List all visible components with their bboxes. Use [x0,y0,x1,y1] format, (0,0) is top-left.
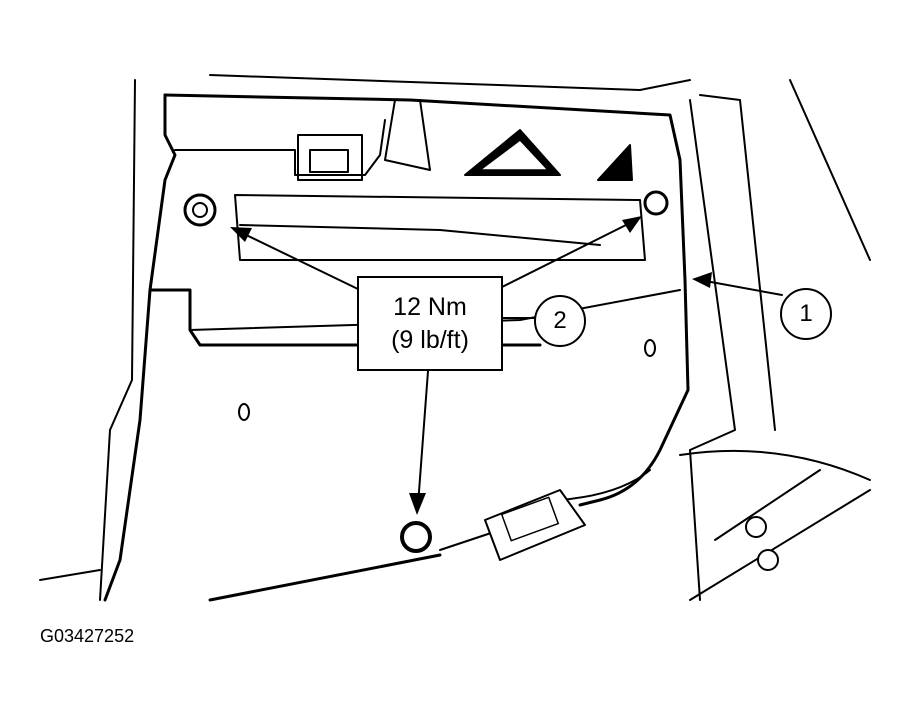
pillar-edge [699,94,776,431]
callout-2: 2 [534,295,586,347]
body-outline-top [209,74,691,91]
bolt-right-2 [757,549,779,571]
right-lower-structure [689,449,701,601]
connector-tab [297,134,363,181]
notch [384,99,431,171]
connector-tab-inner [309,149,349,173]
hole-1 [238,403,250,421]
torque-spec-box: 12 Nm (9 lb/ft) [357,276,503,371]
module-housing [163,93,690,507]
connector-pins [500,496,560,542]
arrowhead-lower [409,493,426,515]
right-lower-structure-3 [689,489,871,601]
arrowhead-callout-1 [692,272,712,288]
bolt-right-1 [745,516,767,538]
pillar-edge-2 [689,99,736,451]
bolt-upper-right [643,190,669,216]
connector-body [484,489,586,561]
hole-2 [644,339,656,357]
triangle-feature-2 [597,144,633,181]
lower-edge [208,553,442,602]
module-outer-bottom [189,289,681,331]
torque-imperial: (9 lb/ft) [391,325,469,354]
bolt-lower [400,521,432,553]
body-outline-left [99,79,136,601]
leader-callout-1 [699,279,783,296]
module-lower-left [103,288,152,602]
module-inner-rib-2 [239,224,601,246]
triangle-feature-1-inner [479,139,549,171]
callout-1: 1 [780,288,832,340]
right-lower-structure-2 [679,449,871,481]
module-inner-top [174,119,386,176]
arrowhead-right [622,216,642,233]
figure-code: G03427252 [40,626,135,646]
arrowhead-left [230,227,252,242]
right-lower-structure-4 [714,469,821,541]
leader-to-lower-bolt [417,370,429,506]
module-inner-rib [234,194,646,261]
leader-to-right-bolt [499,221,633,289]
lower-left-line [39,569,101,581]
torque-metric: 12 Nm [393,292,467,321]
leader-to-left-bolt [239,231,361,291]
dash-line-right [789,79,871,261]
